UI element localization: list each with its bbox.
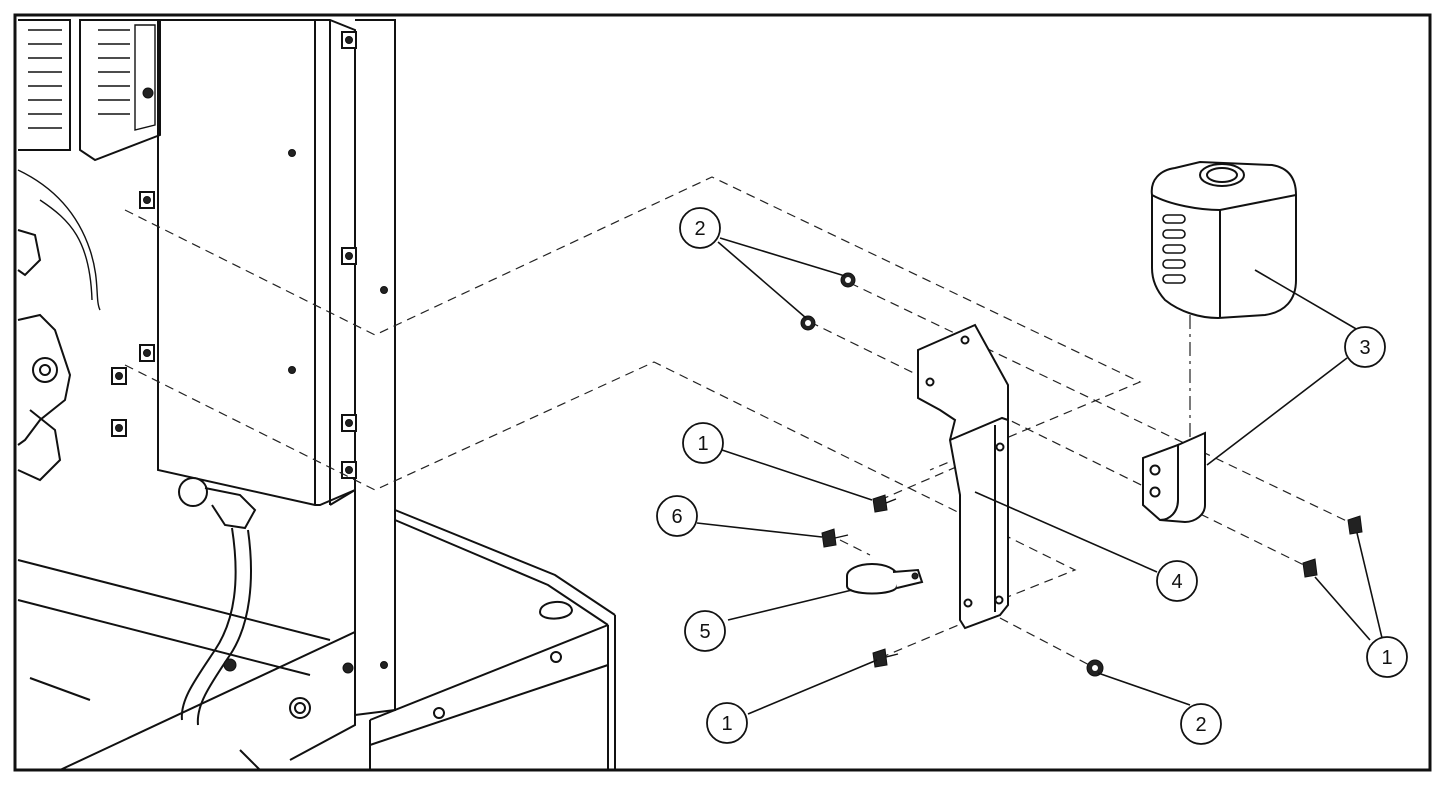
bottle-vent-slots — [1162, 214, 1186, 284]
diagram-border — [13, 13, 1432, 772]
leader-lines — [696, 237, 1383, 715]
mounting-bracket — [917, 323, 1009, 630]
svg-text:2: 2 — [1195, 714, 1206, 736]
svg-text:1: 1 — [697, 433, 708, 455]
panel-bolts — [111, 31, 388, 669]
svg-text:2: 2 — [694, 218, 705, 240]
callout-2-bottom: 2 — [1180, 703, 1222, 745]
svg-text:1: 1 — [1381, 647, 1392, 669]
callout-1-mid: 1 — [682, 422, 724, 464]
fasteners — [800, 272, 1363, 677]
vent-grille — [18, 19, 161, 162]
bolt-bottom — [872, 648, 899, 668]
svg-text:5: 5 — [699, 621, 710, 643]
svg-text:4: 4 — [1171, 571, 1182, 593]
bolt-mid — [872, 494, 897, 513]
callout-6: 6 — [656, 495, 698, 537]
callout-3: 3 — [1344, 326, 1386, 368]
assembly-guide-lines — [124, 176, 1356, 669]
callout-1-bottom: 1 — [706, 702, 748, 744]
callout-1-right: 1 — [1366, 636, 1408, 678]
hose-clamp — [846, 563, 924, 595]
bottle-bracket — [1142, 431, 1206, 524]
flange-nut-top-b — [800, 315, 816, 331]
fuel-tank-bottle — [1150, 160, 1297, 320]
callout-5: 5 — [684, 610, 726, 652]
svg-text:3: 3 — [1359, 337, 1370, 359]
svg-text:1: 1 — [721, 713, 732, 735]
nut-bottom — [1086, 659, 1104, 677]
svg-text:6: 6 — [671, 506, 682, 528]
callout-2-top: 2 — [679, 207, 721, 249]
callout-4: 4 — [1156, 560, 1198, 602]
bolt-right-a — [1347, 515, 1363, 535]
generator-housing — [17, 19, 616, 771]
bolt-clamp — [821, 528, 849, 548]
bolt-right-b — [1302, 558, 1318, 578]
